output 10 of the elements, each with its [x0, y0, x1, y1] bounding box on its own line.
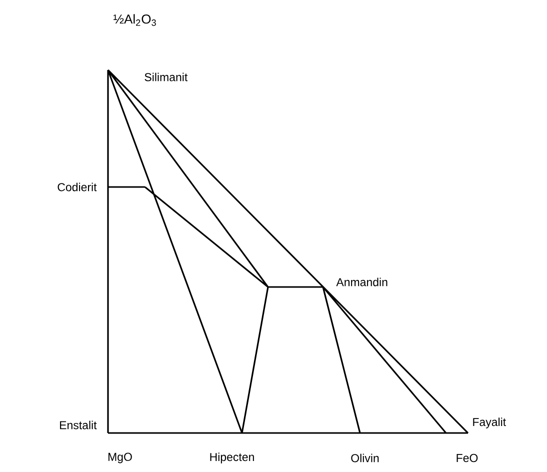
axis-label: Olivin — [351, 454, 379, 462]
axis-label: FeO — [456, 454, 478, 462]
axis-label: Hipecten — [210, 452, 254, 464]
axis-label: Silimanit — [144, 72, 188, 82]
axis-label: Anmandin — [336, 278, 388, 286]
axis-label: MgO — [108, 452, 132, 464]
axis-label: Fayalit — [473, 418, 506, 428]
axis-label: Codierit — [58, 182, 97, 192]
axis-label: Enstalit — [60, 420, 97, 430]
axis-label: ½Al$_{2}$O$_{3}$ — [114, 14, 156, 26]
